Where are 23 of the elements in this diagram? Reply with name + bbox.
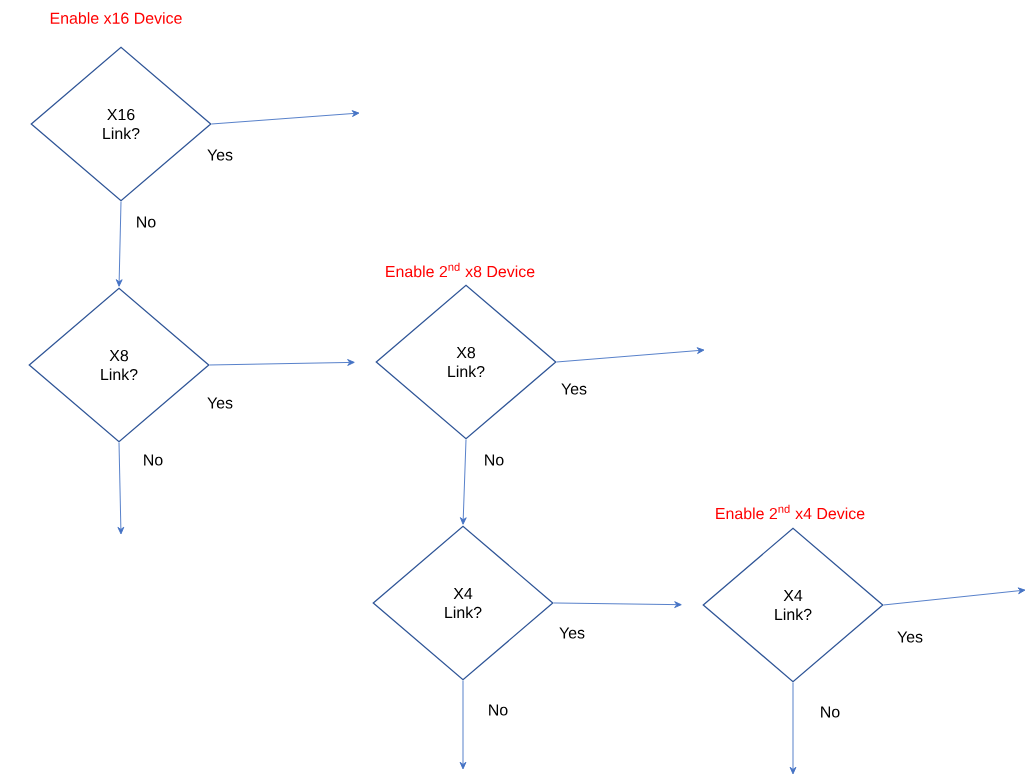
heading: Enable 2$^{nd}$ x8 Device (386, 262, 535, 278)
edge-label: Yes (559, 627, 585, 639)
arrow (117, 442, 125, 535)
edge-label: Yes (897, 631, 923, 643)
arrow (209, 359, 355, 366)
edge-label: No (144, 454, 163, 466)
arrow (211, 110, 360, 125)
arrow (459, 439, 467, 525)
arrow (789, 682, 797, 775)
edge-label: No (489, 704, 508, 716)
arrow (553, 601, 682, 608)
arrow (115, 201, 123, 287)
edge-label: No (485, 454, 504, 466)
edge-label: No (821, 706, 840, 718)
edge-label: Yes (561, 383, 587, 395)
edge-label: Yes (207, 149, 233, 161)
heading: Enable x16 Device (50, 12, 182, 24)
edge-label: No (137, 216, 156, 228)
edge-label: Yes (207, 397, 233, 409)
arrow (883, 587, 1026, 606)
heading: Enable 2$^{nd}$ x4 Device (716, 504, 865, 520)
arrow (556, 347, 705, 363)
arrow (459, 680, 467, 770)
